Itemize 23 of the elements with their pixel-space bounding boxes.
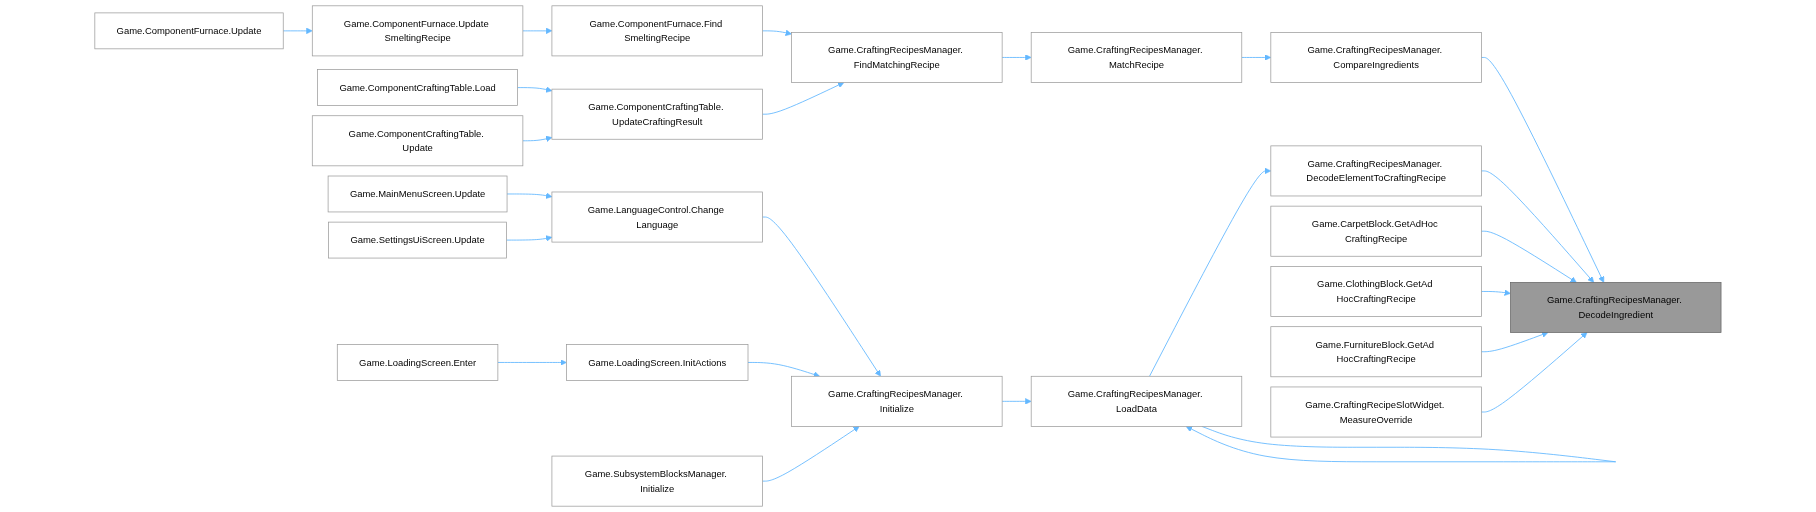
node-box: Game.LanguageControl.Change Language [551, 191, 763, 243]
node-box: Game.ComponentCraftingTable. UpdateCraftingResult [551, 88, 763, 140]
node-box: Game.MainMenuScreen.Update [327, 175, 508, 213]
node-box: Game.ComponentFurnace.Find SmeltingRecipe [551, 5, 763, 57]
node-box: Game.CraftingRecipesManager. CompareIngredients [1270, 32, 1482, 83]
node-box: Game.CraftingRecipesManager. DecodeElementToCraftingRecipe [1270, 145, 1482, 197]
node-box: Game.CarpetBlock.GetAdHoc CraftingRecipe [1270, 205, 1482, 257]
node-box: Game.ComponentFurnace.Update SmeltingRecipe [311, 5, 524, 57]
node-box: Game.CraftingRecipesManager. MatchRecipe [1030, 32, 1243, 83]
node-box: Game.CraftingRecipesManager. Initialize [791, 375, 1003, 427]
node-box: Game.SettingsUiScreen.Update [328, 221, 507, 259]
node-box: Game.LoadingScreen.Enter [336, 344, 499, 381]
node-box: Game.ComponentCraftingTable.Load [317, 69, 518, 106]
node-box: Game.CraftingRecipesManager. DecodeIngredient [1510, 282, 1722, 333]
node-box: Game.SubsystemBlocksManager. Initialize [551, 455, 763, 507]
node-box: Game.ComponentCraftingTable. Update [311, 115, 524, 167]
node-box: Game.CraftingRecipeSlotWidget. MeasureOverride [1270, 386, 1482, 438]
node-box: Game.ClothingBlock.GetAd HocCraftingRecipe [1270, 266, 1482, 317]
node-box: Game.LoadingScreen.InitActions [566, 344, 749, 381]
node-box: Game.CraftingRecipesManager. FindMatchingRecipe [791, 32, 1003, 83]
node-box: Game.ComponentFurnace.Update [94, 12, 284, 50]
node-box: Game.FurnitureBlock.GetAd HocCraftingRecipe [1270, 326, 1482, 378]
node-box: Game.CraftingRecipesManager. LoadData [1030, 375, 1243, 427]
